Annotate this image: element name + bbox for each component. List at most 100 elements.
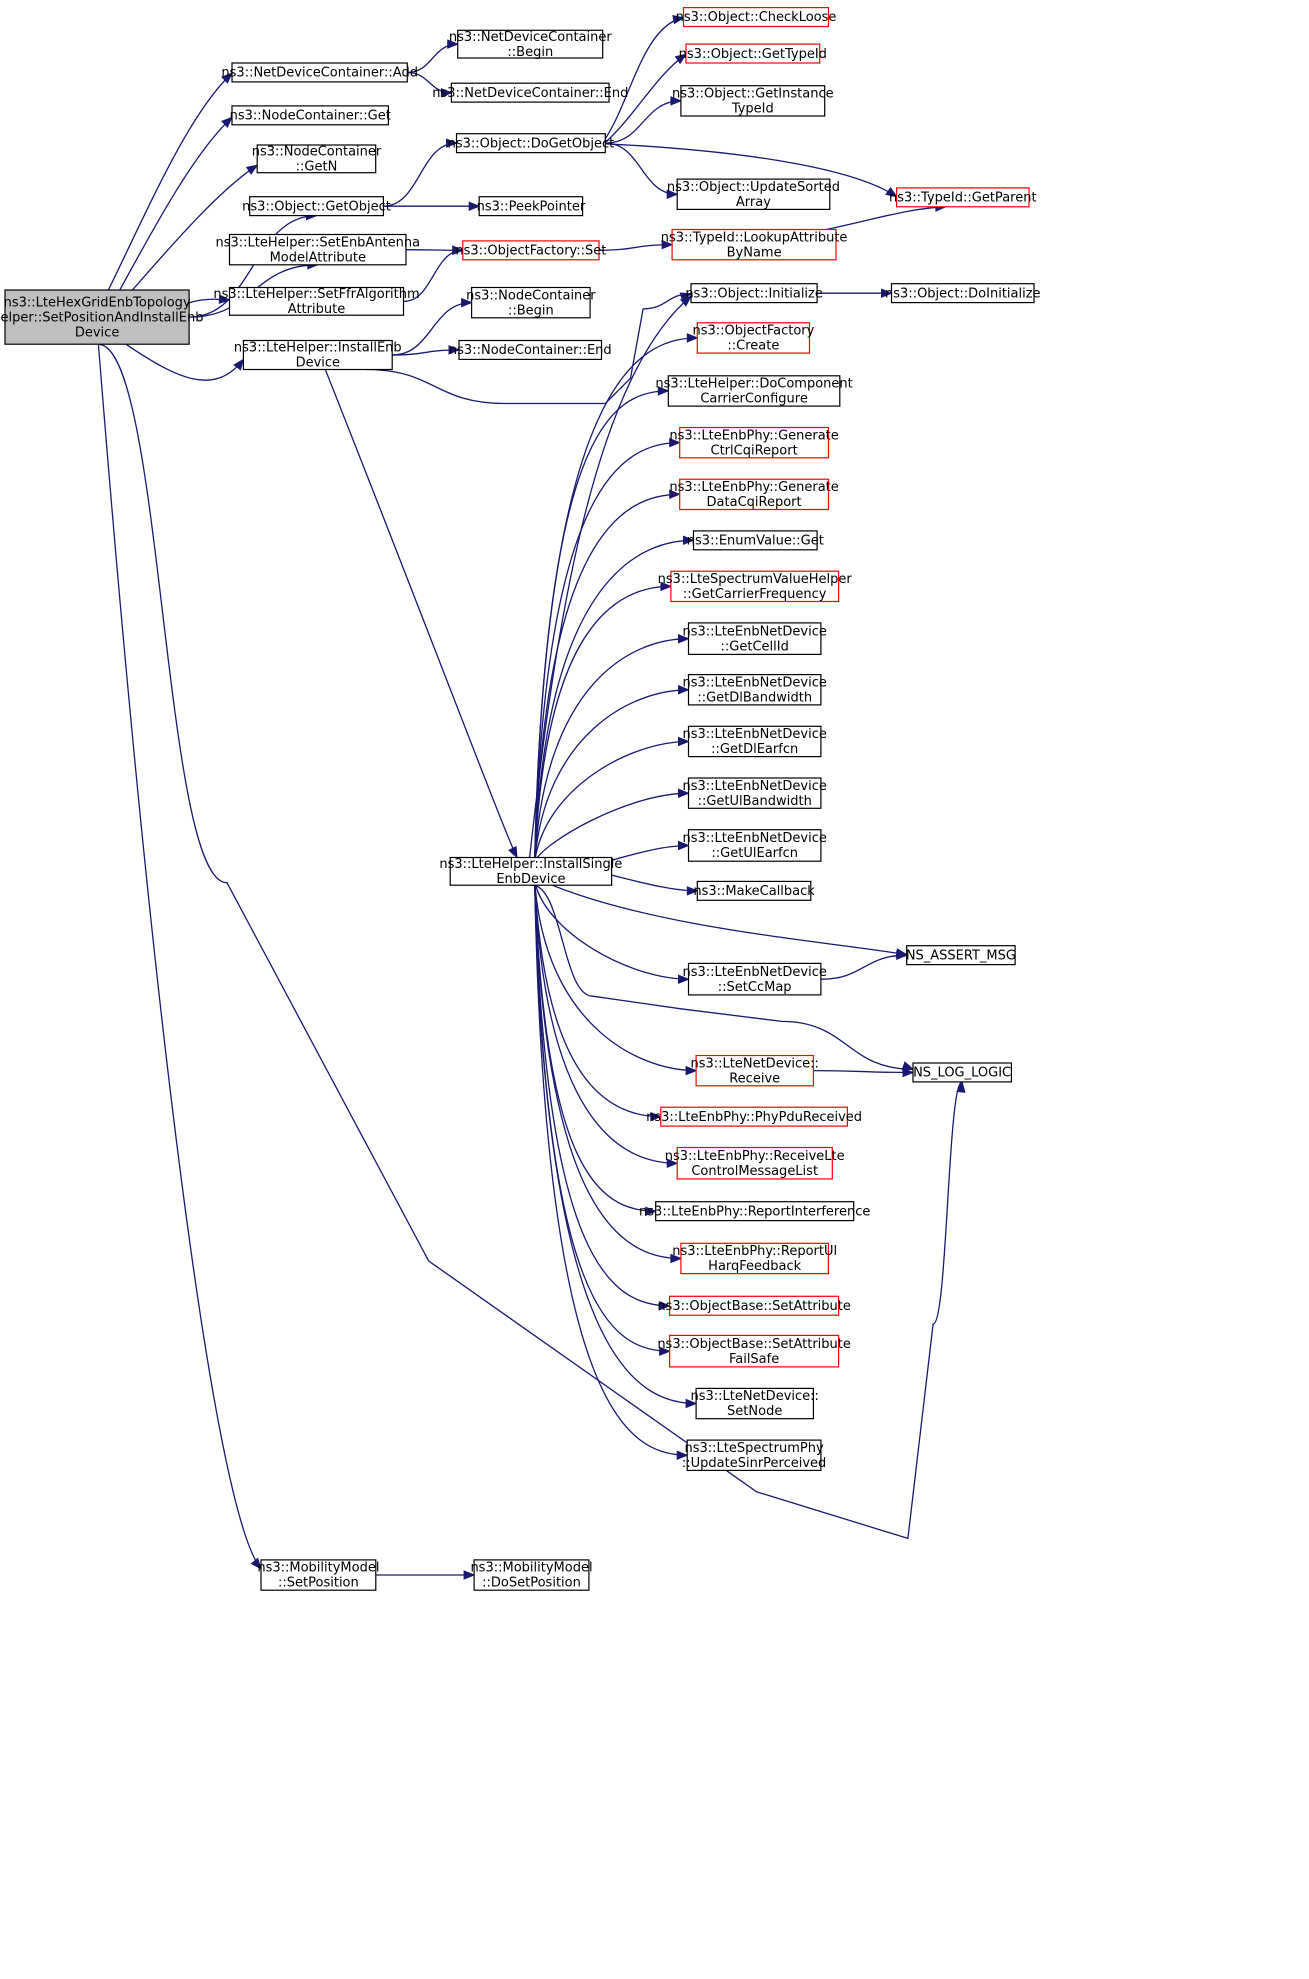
node-end_getdlearfcn[interactable]: ns3::LteEnbNetDevice::GetDlEarfcn [683,725,827,757]
node-phy_receivelte[interactable]: ns3::LteEnbPhy::ReceiveLteControlMessage… [665,1146,845,1180]
node-label: ::GetUlEarfcn [711,846,798,861]
node-obj_getobject[interactable]: ns3::Object::GetObject [242,196,391,217]
node-end_getdlbw[interactable]: ns3::LteEnbNetDevice::GetDlBandwidth [683,673,827,706]
node-lnd_setnode[interactable]: ns3::LteNetDevice::SetNode [690,1387,819,1420]
node-svh_carrierfreq[interactable]: ns3::LteSpectrumValueHelper::GetCarrierF… [658,570,853,603]
node-box [679,478,830,511]
node-lnd_receive[interactable]: ns3::LteNetDevice::Receive [690,1054,819,1087]
node-of_create[interactable]: ns3::ObjectFactory::Create [692,322,815,354]
node-enumvalue_get[interactable]: ns3::EnumValue::Get [687,530,824,551]
node-label: ns3::LteHelper::InstallEnb [234,341,402,356]
node-lh_setenbantenna[interactable]: ns3::LteHelper::SetEnbAntennaModelAttrib… [215,233,420,266]
node-label: ns3::LteHelper::DoComponent [655,377,852,392]
node-label: ns3::Object::GetObject [242,199,391,214]
node-label: Receive [729,1071,780,1086]
node-obj_doinitialize[interactable]: ns3::Object::DoInitialize [885,283,1041,304]
node-label: ns3::EnumValue::Get [687,534,824,549]
node-ndc_add[interactable]: ns3::NetDeviceContainer::Add [221,62,418,83]
node-mm_dosetpos[interactable]: ns3::MobilityModel::DoSetPosition [470,1559,593,1591]
node-mm_setpos[interactable]: ns3::MobilityModel::SetPosition [257,1559,379,1591]
edge-lh_installenb-to-nc_begin [392,301,472,356]
node-label: ::SetPosition [278,1576,359,1591]
edge-lh_installsingle-to-svh_carrierfreq [534,585,671,862]
node-ndc_begin[interactable]: ns3::NetDeviceContainer::Begin [449,29,613,60]
edge-lh_installsingle-to-end_getulbw [534,792,689,862]
nodes-layer: ns3::LteHexGridEnbTopologyHelper::SetPos… [0,6,1041,1591]
node-obj_dogetobject[interactable]: ns3::Object::DoGetObject [448,133,615,154]
node-obj_gettypeid[interactable]: ns3::Object::GetTypeId [679,43,827,64]
node-of_set[interactable]: ns3::ObjectFactory::Set [455,240,606,261]
node-obj_checkloose[interactable]: ns3::Object::CheckLoose [676,6,837,28]
node-label: ns3::Object::Initialize [685,286,823,301]
edge-obj_dogetobject-to-obj_getinstancetypeid [605,100,681,144]
node-typeid_getparent[interactable]: ns3::TypeId::GetParent [889,187,1037,208]
node-box [680,85,826,117]
edge-arrowhead [676,1450,689,1460]
node-box [242,339,393,371]
node-obj_initialize[interactable]: ns3::Object::Initialize [685,283,823,304]
node-box [676,1146,833,1180]
node-ndc_end[interactable]: ns3::NetDeviceContainer::End [432,82,628,103]
edge-typeid_lookup-to-typeid_getparent [825,206,946,231]
edge-arrowhead [221,116,233,128]
node-end_getulbw[interactable]: ns3::LteEnbNetDevice::GetUlBandwidth [683,777,827,809]
node-sp_updatesinr[interactable]: ns3::LteSpectrumPhy::UpdateSinrPerceived [682,1439,826,1471]
edge-lh_installsingle-to-ns_log_logic [532,884,914,1070]
node-peekpointer[interactable]: ns3::PeekPointer [477,196,586,217]
node-box [457,29,604,59]
node-box [670,570,840,603]
node-label: ns3::LteEnbPhy::ReportUl [672,1244,837,1259]
edge-lh_installsingle-to-phy_phypdu [534,881,661,1118]
node-label: ns3::LteEnbPhy::ReportInterference [639,1204,870,1219]
node-end_getcellid[interactable]: ns3::LteEnbNetDevice::GetCellId [683,622,827,656]
node-label: ns3::LteEnbPhy::ReceiveLte [665,1149,845,1164]
node-label: ns3::LteEnbNetDevice [683,676,827,691]
node-box [912,1062,1013,1083]
node-label: HarqFeedback [708,1259,801,1274]
edge-arrowhead [221,72,233,84]
node-label: TypeId [731,102,774,117]
node-label: ns3::MobilityModel [470,1561,592,1576]
node-box [696,880,812,901]
node-makecallback[interactable]: ns3::MakeCallback [693,880,815,901]
node-end_setccmap[interactable]: ns3::LteEnbNetDevice::SetCcMap [683,962,827,996]
node-root[interactable]: ns3::LteHexGridEnbTopologyHelper::SetPos… [0,289,203,345]
node-label: ns3::LteNetDevice:: [690,1389,818,1404]
node-lh_docc[interactable]: ns3::LteHelper::DoComponentCarrierConfig… [655,375,853,407]
node-phy_reportinterf[interactable]: ns3::LteEnbPhy::ReportInterference [639,1201,870,1222]
node-ob_setattr[interactable]: ns3::ObjectBase::SetAttribute [657,1295,851,1316]
node-label: NS_LOG_LOGIC [913,1066,1011,1081]
edge-arrowhead [659,1346,671,1356]
node-nc_begin[interactable]: ns3::NodeContainer::Begin [466,286,596,319]
node-label: ns3::NetDeviceContainer [449,30,613,45]
node-nc_end[interactable]: ns3::NodeContainer::End [449,339,612,360]
edge-arrowhead [233,358,245,371]
node-phy_phypdu[interactable]: ns3::LteEnbPhy::PhyPduReceived [646,1106,862,1127]
edge-arrowhead [956,1080,966,1093]
node-box [680,1242,830,1275]
node-label: ::SetCcMap [718,980,792,995]
edge-arrowhead [218,294,231,304]
node-nc_get[interactable]: ns3::NodeContainer::Get [230,105,391,126]
node-ns_assert_msg[interactable]: NS_ASSERT_MSG [906,945,1016,966]
node-label: ns3::ObjectBase::SetAttribute [657,1299,851,1314]
node-label: ns3::LteEnbPhy::Generate [669,480,838,495]
node-end_getulearfcn[interactable]: ns3::LteEnbNetDevice::GetUlEarfcn [683,829,827,862]
node-label: ns3::Object::GetTypeId [679,47,827,62]
node-label: ::GetCarrierFrequency [683,587,827,602]
node-ns_log_logic[interactable]: NS_LOG_LOGIC [912,1062,1013,1083]
node-nc_getn[interactable]: ns3::NodeContainer::GetN [252,144,382,175]
node-label: Device [296,356,340,371]
edge-arrowhead [440,87,453,98]
